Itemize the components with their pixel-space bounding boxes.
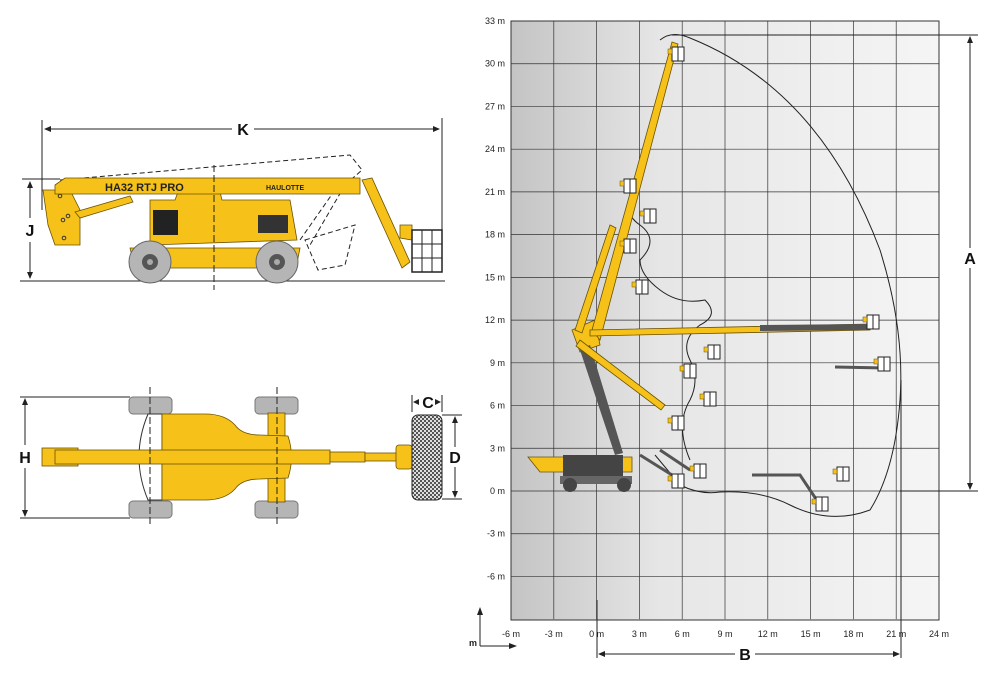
arrowhead [413, 399, 419, 405]
control-box-icon [862, 316, 868, 323]
x-tick-label: 15 m [801, 629, 821, 639]
y-tick-label: -6 m [487, 571, 505, 581]
control-box-icon [703, 346, 709, 353]
y-tick-label: 9 m [490, 358, 505, 368]
y-tick-label: 30 m [485, 59, 505, 69]
arrowhead [435, 399, 441, 405]
control-box-icon [667, 417, 673, 424]
arrowhead [22, 398, 28, 405]
y-tick-label: 15 m [485, 272, 505, 282]
x-tick-label: -3 m [545, 629, 563, 639]
front-wheel [128, 240, 172, 284]
engine-grille [258, 215, 288, 233]
y-tick-label: 18 m [485, 230, 505, 240]
lift-cylinder [74, 195, 134, 219]
rotator [395, 444, 413, 470]
basket-positions [619, 46, 891, 512]
control-box-icon [667, 475, 673, 482]
y-tick-label: 33 m [485, 16, 505, 26]
pin [60, 217, 66, 223]
model-label: HA32 RTJ PRO [105, 182, 184, 194]
x-tick-label: 3 m [632, 629, 647, 639]
top-view: H C D [19, 387, 462, 525]
unit-label: m [469, 638, 477, 648]
arrowhead [433, 126, 440, 132]
control-box-icon [639, 210, 645, 217]
control-box-icon [811, 498, 817, 505]
arrowhead [477, 607, 483, 615]
inner-envelope [628, 199, 712, 461]
alt-basket-outline [299, 184, 356, 271]
arrowhead [598, 651, 605, 657]
arrowhead [27, 181, 33, 188]
y-tick-label: 0 m [490, 486, 505, 496]
dim-h-label: H [19, 450, 31, 467]
jib [361, 177, 411, 269]
boom-tele-section [329, 451, 366, 463]
arrowhead [893, 651, 900, 657]
control-box-icon [689, 465, 695, 472]
control-box-icon [832, 468, 838, 475]
control-box-icon [619, 240, 625, 247]
x-tick-label: -6 m [502, 629, 520, 639]
control-box-icon [631, 281, 637, 288]
alt-boom-outline [59, 154, 363, 186]
x-tick-label: 9 m [717, 629, 732, 639]
arrowhead [509, 643, 517, 649]
turret-vent [153, 210, 178, 235]
control-box-icon [699, 393, 705, 400]
boom-pivot [42, 189, 81, 246]
arrowhead [967, 483, 973, 490]
boom-top [54, 449, 331, 465]
arrowhead [452, 491, 458, 498]
arrowhead [44, 126, 51, 132]
working-range-chart: 33 m 30 m 27 m 24 m 21 m 18 m 15 m 12 m 9 m 6 m 3 … [469, 16, 978, 664]
control-box-icon [873, 358, 879, 365]
main-boom [54, 177, 361, 195]
control-box-icon [667, 48, 673, 55]
arrowhead [452, 416, 458, 423]
x-tick-label: 6 m [675, 629, 690, 639]
y-tick-label: 3 m [490, 443, 505, 453]
dim-d-label: D [449, 450, 461, 467]
y-tick-label: 6 m [490, 401, 505, 411]
x-tick-label: 24 m [929, 629, 949, 639]
arrowhead [27, 272, 33, 279]
y-tick-label: 24 m [485, 144, 505, 154]
y-tick-label: -3 m [487, 529, 505, 539]
brand-label: HAULOTTE [266, 185, 304, 192]
control-box-icon [679, 365, 685, 372]
pin [61, 235, 67, 241]
dim-b-label: B [739, 647, 751, 664]
dim-k-label: K [237, 122, 249, 139]
arrowhead [22, 510, 28, 517]
rear-wheel [255, 240, 299, 284]
side-view: K J HA32 RTJ PRO HAULOTTE [20, 118, 445, 290]
dim-a-label: A [964, 251, 976, 268]
y-tick-label: 12 m [485, 315, 505, 325]
x-tick-label: 21 m [886, 629, 906, 639]
x-tick-label: 18 m [843, 629, 863, 639]
control-box [399, 224, 413, 241]
dim-j-label: J [26, 223, 35, 240]
y-tick-label: 21 m [485, 187, 505, 197]
basket [411, 229, 443, 273]
jib-top [364, 452, 401, 462]
y-tick-labels: 33 m 30 m 27 m 24 m 21 m 18 m 15 m 12 m 9 m 6 m 3 … [485, 16, 505, 581]
y-tick-label: 27 m [485, 101, 505, 111]
dim-c-label: C [422, 395, 434, 412]
x-tick-label: 12 m [758, 629, 778, 639]
pin [65, 213, 71, 219]
arrowhead [967, 36, 973, 43]
working-envelope [654, 34, 902, 517]
basket-top [411, 414, 443, 501]
control-box-icon [619, 180, 625, 187]
